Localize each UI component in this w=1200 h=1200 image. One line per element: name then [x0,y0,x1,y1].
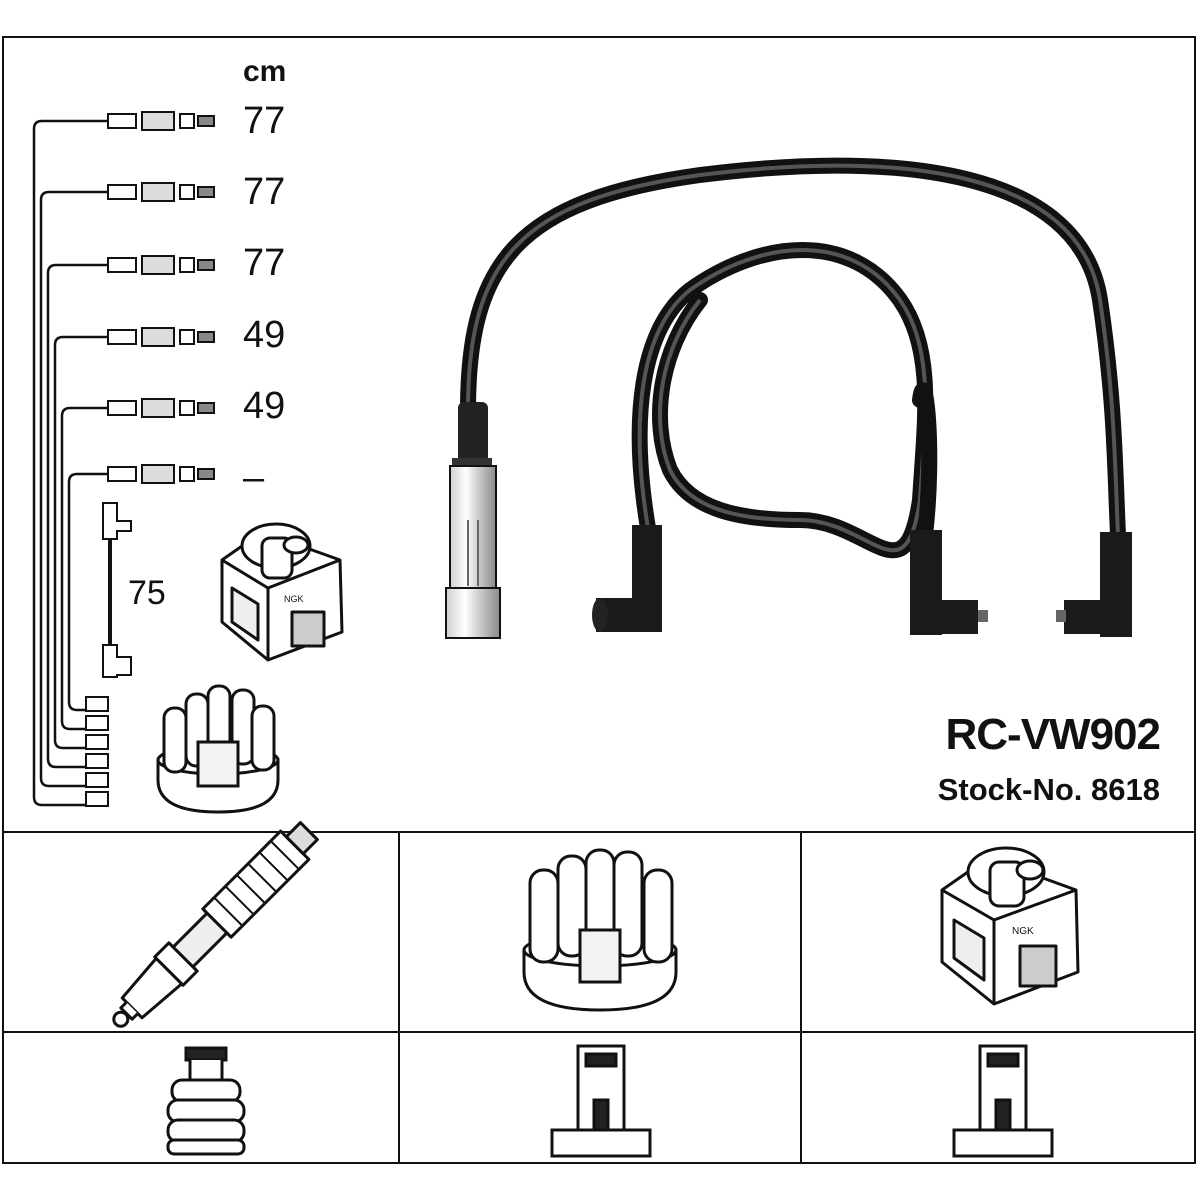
divider-row [2,1031,1196,1033]
plug-terminal-icon [166,1046,246,1156]
divider-col-1 [398,831,400,1164]
ignition-coil-icon: NGK [940,846,1080,1006]
lead-schematic-icon [32,119,112,807]
lead-connectors [85,111,215,807]
lead-length-5: 49 [243,385,286,427]
divider-col-2 [800,831,802,1164]
lead-length-6: – [243,457,265,499]
lead-length-4: 49 [243,314,286,356]
unit-label: cm [243,55,287,88]
ignition-wire-set-icon [445,157,1132,639]
ignition-coil-icon: NGK [220,522,344,662]
stock-number: Stock-No. 8618 [937,772,1160,807]
distributor-terminal-icon [550,1044,652,1158]
lead-length-3: 77 [243,242,286,284]
distributor-cap-icon [156,684,280,814]
model-number: RC-VW902 [945,710,1161,759]
svg-text:NGK: NGK [1012,926,1034,937]
lead-length-1: 77 [243,100,286,142]
coil-lead-length: 75 [128,574,166,612]
coil-terminal-icon [952,1044,1054,1158]
diagram-frame [2,36,1196,1164]
lead-length-2: 77 [243,171,286,213]
svg-text:NGK: NGK [284,594,304,604]
distributor-cap-icon [522,848,678,1012]
spark-plug-icon [112,821,319,1028]
divider-main [2,831,1196,833]
